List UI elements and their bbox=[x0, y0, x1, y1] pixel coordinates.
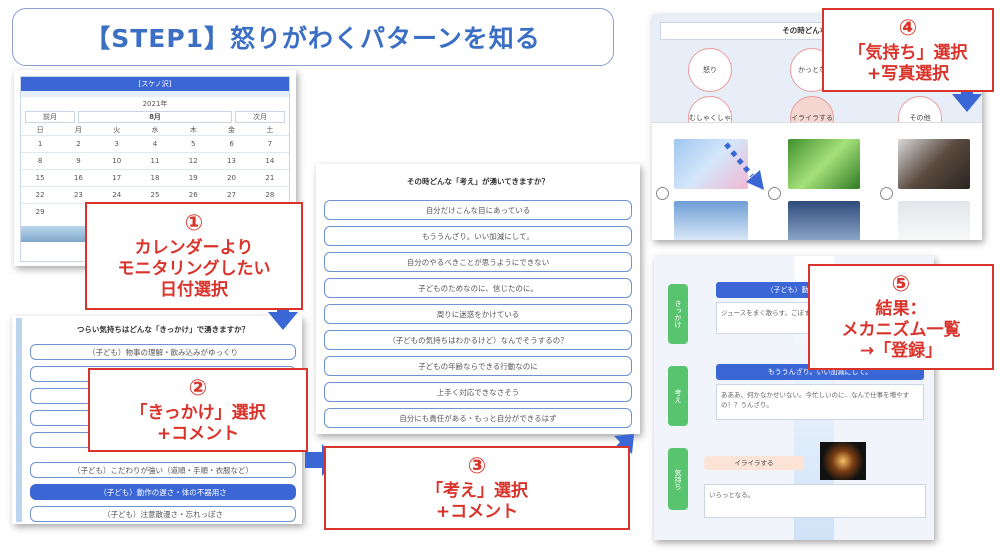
callout-step-3: ③ 「考え」選択 +コメント bbox=[324, 446, 630, 530]
result-tab-feeling: 気持ち bbox=[668, 448, 688, 510]
callout-step-5: ⑤ 結果： メカニズム一覧 →「登録」 bbox=[808, 264, 994, 370]
result-feeling-comment[interactable]: いらっとなる。 bbox=[704, 484, 926, 518]
thought-option[interactable]: 子どものためなのに、信じたのに。 bbox=[324, 278, 632, 298]
feeling-screen: その時どんな「気も 怒り かっとな むしゃくしゃ イライラする その他 bbox=[652, 14, 982, 240]
result-thought-comment[interactable]: あああ、何かなかせいない。今忙しいのに…なんで仕事を増やすの！？うんざり。 bbox=[716, 384, 924, 420]
photo-radio[interactable] bbox=[656, 187, 669, 200]
calendar-year: 2021年 bbox=[142, 100, 168, 108]
side-strip bbox=[16, 318, 22, 522]
prev-month-button[interactable]: 前月 bbox=[25, 111, 75, 123]
trigger-option-selected[interactable]: （子ども）動作の遅さ・体の不器用さ bbox=[30, 484, 296, 500]
result-tab-thought: 考え bbox=[668, 366, 688, 426]
photo-sky[interactable] bbox=[674, 201, 748, 240]
callout-step-2: ② 「きっかけ」選択 +コメント bbox=[88, 368, 308, 452]
page-title: 【STEP1】怒りがわくパターンを知る bbox=[12, 8, 614, 66]
trigger-option[interactable]: （子ども）物事の理解・飲み込みがゆっくり bbox=[30, 344, 296, 360]
photo-clouds[interactable] bbox=[788, 201, 860, 240]
result-feeling-chip: イライラする bbox=[704, 456, 804, 470]
photo-leaves[interactable] bbox=[788, 139, 860, 189]
current-month: 8月 bbox=[78, 111, 232, 123]
photo-flower[interactable] bbox=[674, 139, 748, 189]
result-tab-trigger: きっかけ bbox=[668, 284, 688, 344]
thought-option[interactable]: 自分のやるべきことが思うようにできない bbox=[324, 252, 632, 272]
photo-snow[interactable] bbox=[898, 201, 970, 240]
thought-option[interactable]: 上手く対応できなさそう bbox=[324, 382, 632, 402]
weekday-row: 日月火水木金土 bbox=[36, 126, 274, 134]
thought-option[interactable]: 自分だけこんな目にあっている bbox=[324, 200, 632, 220]
photo-monkey[interactable] bbox=[898, 139, 970, 189]
callout-step-4: ④ 「気持ち」選択 +写真選択 bbox=[822, 8, 994, 92]
thought-option[interactable]: もううんざり。いい加減にして。 bbox=[324, 226, 632, 246]
photo-radio[interactable] bbox=[768, 187, 781, 200]
callout-step-1: ① カレンダーより モニタリングしたい 日付選択 bbox=[85, 202, 303, 310]
trigger-option[interactable]: （子ども）注意散漫さ・忘れっぽさ bbox=[30, 506, 296, 522]
next-month-button[interactable]: 次月 bbox=[235, 111, 285, 123]
thought-option[interactable]: 自分にも責任がある・もっと自分ができるはず bbox=[324, 408, 632, 428]
trigger-option[interactable]: （子ども）こだわりが強い（道順・手順・衣服など） bbox=[30, 462, 296, 478]
thought-option[interactable]: （子どもの気持ちはわかるけど）なんでそうするの？ bbox=[324, 330, 632, 350]
result-feeling-photo bbox=[820, 442, 866, 480]
thought-option[interactable]: 子どもの年齢ならできる行動なのに bbox=[324, 356, 632, 376]
thought-option[interactable]: 周りに迷惑をかけている bbox=[324, 304, 632, 324]
thought-question: その時どんな「考え」が湧いてきますか？ bbox=[406, 177, 550, 186]
thought-screen: その時どんな「考え」が湧いてきますか？ 自分だけこんな目にあっている もううんざ… bbox=[316, 164, 640, 434]
feeling-circle[interactable]: 怒り bbox=[688, 48, 732, 92]
trigger-question: つらい気持ちはどんな「きっかけ」で湧きますか？ bbox=[76, 325, 250, 334]
calendar-header: [スケノ沢] bbox=[21, 77, 289, 91]
photo-radio[interactable] bbox=[880, 187, 893, 200]
photo-grid bbox=[652, 122, 982, 240]
